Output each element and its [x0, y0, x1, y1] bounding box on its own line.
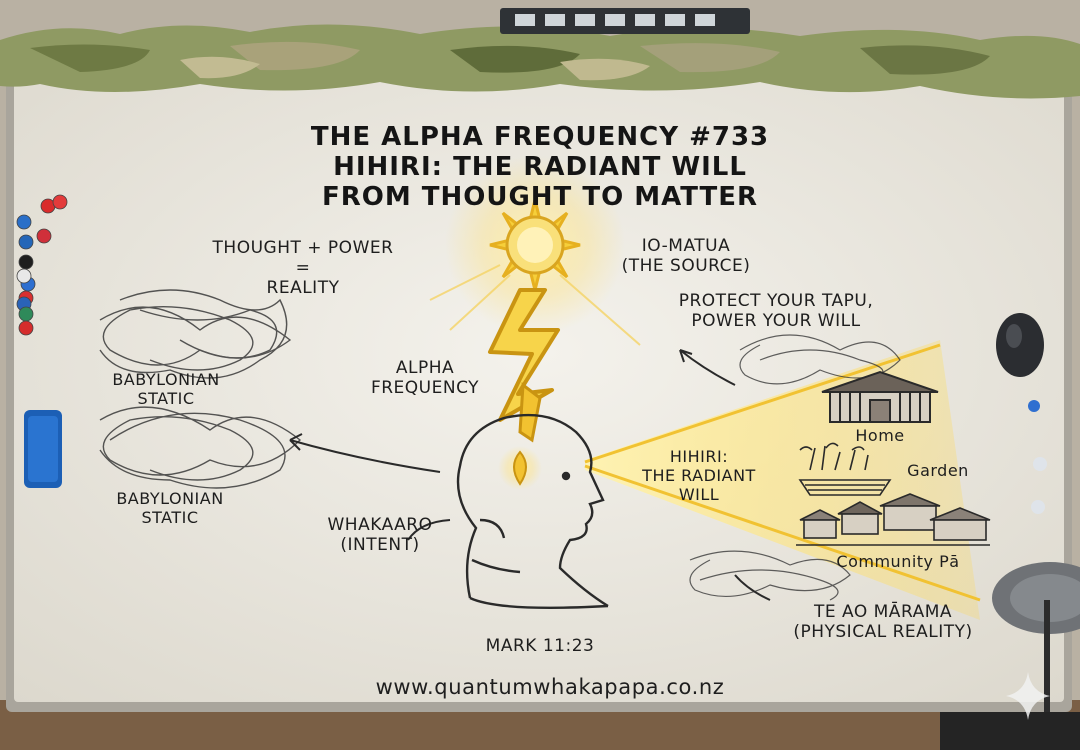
equation-text: THOUGHT + POWER = REALITY — [178, 238, 428, 298]
static-scribble-right-bottom — [689, 550, 851, 601]
protect-line-1: PROTECT YOUR TAPU, — [678, 291, 874, 311]
website-url: www.quantumwhakapapa.co.nz — [375, 675, 725, 699]
magnet — [16, 214, 32, 230]
te-ao-line-1: TE AO MĀRAMA — [814, 602, 952, 622]
pins-right — [1028, 400, 1047, 514]
static-bottom-line-2: STATIC — [141, 508, 199, 527]
whiteboard-eraser[interactable] — [24, 410, 62, 488]
hihiri-label: HIHIRI: THE RADIANT WILL — [634, 447, 764, 504]
magnet — [18, 254, 34, 270]
garden-sketch — [798, 442, 892, 496]
te-ao-marama-label: TE AO MĀRAMA (PHYSICAL REALITY) — [768, 602, 998, 642]
hihiri-line-3: WILL — [678, 485, 720, 504]
babylonian-static-upper-label: BABYLONIAN STATIC — [96, 370, 236, 408]
static-bottom-line-1: BABYLONIAN — [116, 489, 224, 508]
hihiri-line-2: THE RADIANT — [642, 466, 756, 485]
ceiling-light-fixture — [500, 8, 750, 34]
magnet — [36, 228, 52, 244]
sparkle-icon — [1006, 672, 1050, 720]
community-pa-label: Community Pā — [836, 552, 960, 571]
te-ao-line-2: (PHYSICAL REALITY) — [793, 622, 973, 642]
magnet — [18, 234, 34, 250]
garden-label: Garden — [907, 461, 969, 480]
alpha-frequency-label: ALPHA FREQUENCY — [340, 358, 510, 398]
magnet — [18, 306, 34, 322]
magnet — [52, 194, 68, 210]
hihiri-line-1: HIHIRI: — [669, 447, 729, 466]
head-sketch — [456, 413, 609, 609]
home-label: Home — [855, 426, 905, 445]
computer-mouse — [996, 313, 1044, 377]
source-label: IO-MATUA (THE SOURCE) — [596, 236, 776, 276]
source-line-2: (THE SOURCE) — [621, 256, 751, 276]
equation-line-2: = — [295, 258, 311, 278]
whakaaro-label: WHAKAARO (INTENT) — [300, 515, 460, 555]
head-glow — [498, 446, 542, 490]
arrows — [289, 349, 771, 601]
equation-line-1: THOUGHT + POWER — [212, 238, 394, 258]
cymbal — [940, 562, 1080, 750]
protect-line-2: POWER YOUR WILL — [691, 311, 861, 331]
page-title: THE ALPHA FREQUENCY #733 HIHIRI: THE RAD… — [0, 122, 1080, 212]
whakaaro-line-2: (INTENT) — [340, 535, 420, 555]
title-line-3: FROM THOUGHT TO MATTER — [321, 182, 759, 212]
protect-label: PROTECT YOUR TAPU, POWER YOUR WILL — [656, 291, 896, 331]
magnet — [16, 268, 32, 284]
magnet — [18, 320, 34, 336]
alpha-line-1: ALPHA — [395, 358, 455, 378]
home-sketch — [821, 370, 939, 423]
sun-io-matua — [445, 155, 625, 335]
equation-line-3: REALITY — [266, 278, 340, 298]
static-top-line-2: STATIC — [137, 389, 195, 408]
title-line-2: HIHIRI: THE RADIANT WILL — [333, 152, 747, 182]
static-top-line-1: BABYLONIAN — [112, 370, 220, 389]
community-pa-sketch — [796, 493, 991, 546]
static-scribble-upper — [99, 289, 292, 379]
scripture-label: MARK 11:23 — [485, 636, 595, 656]
sun-rays — [429, 264, 641, 346]
camouflage-tarp — [0, 24, 1080, 99]
magnets-cluster — [16, 194, 68, 336]
whakaaro-line-1: WHAKAARO — [327, 515, 433, 535]
static-scribble-lower — [99, 406, 302, 489]
alpha-line-2: FREQUENCY — [370, 378, 480, 398]
source-line-1: IO-MATUA — [641, 236, 731, 256]
babylonian-static-lower-label: BABYLONIAN STATIC — [100, 489, 240, 527]
title-line-1: THE ALPHA FREQUENCY #733 — [310, 122, 770, 152]
